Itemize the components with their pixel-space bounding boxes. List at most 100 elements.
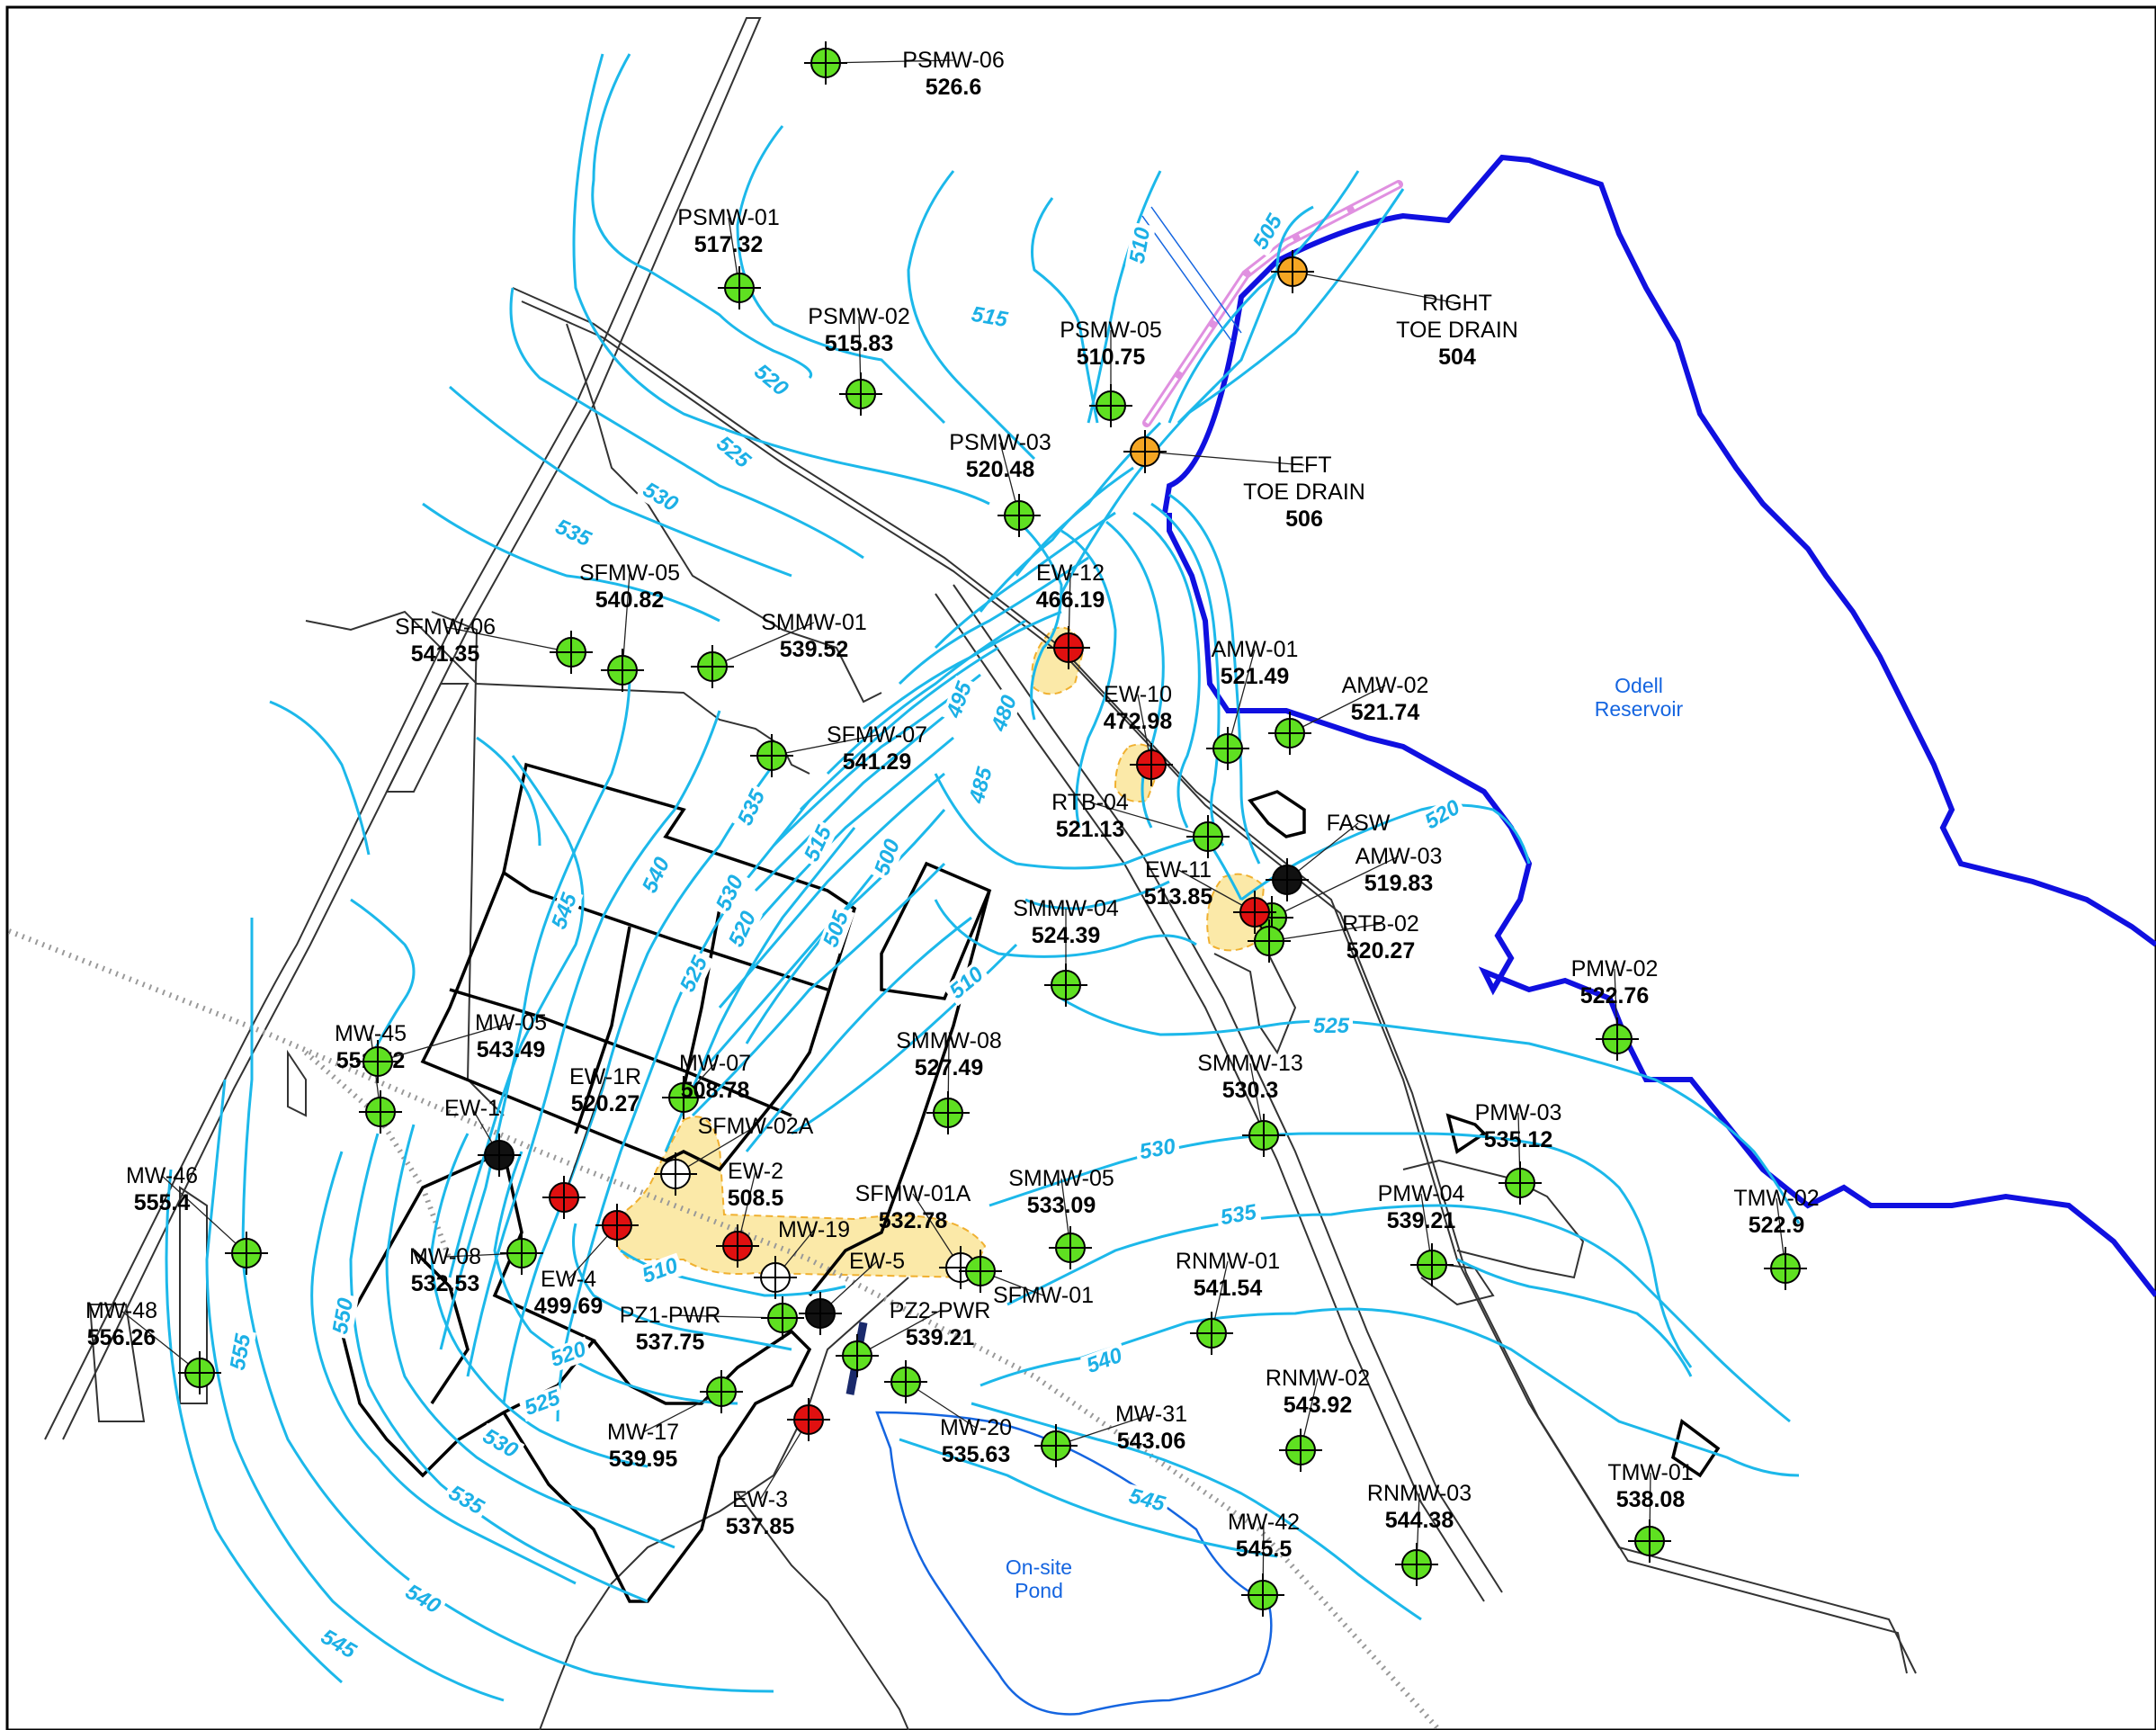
well-ew-5[interactable]: EW-5 — [799, 1249, 905, 1335]
well-sfmw-01[interactable]: SFMW-01 — [959, 1250, 1094, 1308]
crosshair-icon — [926, 1091, 970, 1134]
well-elevation-value: 545.5 — [1236, 1537, 1293, 1562]
well-elevation-value: 524.39 — [1032, 923, 1100, 948]
crosshair-icon — [1271, 250, 1314, 293]
well-mw-19[interactable]: MW-19 — [754, 1217, 850, 1299]
well-name-label: PSMW-03 — [949, 430, 1051, 455]
well-elevation-value: 466.19 — [1036, 587, 1105, 613]
crosshair-icon — [1279, 1429, 1322, 1472]
well-elevation-value: 538.08 — [1616, 1487, 1686, 1512]
crosshair-icon — [1242, 1114, 1285, 1157]
crosshair-icon — [884, 1360, 927, 1403]
contour-label: 515 — [970, 302, 1010, 333]
well-name-label: EW-1R — [569, 1064, 641, 1089]
well-leader-line — [1271, 856, 1400, 919]
well-name-label: MW-08 — [409, 1244, 481, 1269]
well-name-label: PMW-03 — [1475, 1100, 1562, 1125]
railway-spur — [304, 1050, 452, 1261]
contour-label-background — [1247, 207, 1290, 257]
well-name-label: LEFT — [1276, 453, 1331, 478]
well-name-label: EW-2 — [728, 1159, 783, 1184]
well-elevation-value: 517.32 — [694, 232, 763, 257]
crosshair-icon — [359, 1090, 402, 1134]
crosshair-icon — [718, 266, 761, 309]
contour-label-background — [966, 302, 1013, 333]
crosshair-icon — [1266, 858, 1309, 901]
crosshair-icon — [691, 645, 734, 688]
well-name-label: PSMW-05 — [1060, 318, 1161, 343]
well-name-label: PZ1-PWR — [620, 1303, 721, 1328]
crosshair-icon — [754, 1256, 797, 1299]
well-name-label: AMW-03 — [1355, 844, 1443, 869]
well-ew-1[interactable]: EW-1 — [444, 1096, 521, 1177]
well-name-label: RIGHT — [1422, 291, 1492, 316]
well-elevation-value: 521.74 — [1351, 700, 1420, 725]
well-sfmw-02a[interactable]: SFMW-02A — [654, 1114, 814, 1196]
well-name-label: RTB-02 — [1342, 911, 1419, 937]
contour-label-background — [1123, 1483, 1171, 1518]
well-elevation-value: 540.82 — [595, 587, 664, 613]
contour-label: 550 — [328, 1295, 359, 1336]
well-elevation-value: 543.06 — [1117, 1429, 1185, 1454]
well-elevation-value: 541.29 — [843, 749, 911, 775]
crosshair-icon — [662, 1076, 705, 1119]
contour-label: 525 — [1313, 1014, 1350, 1038]
contour-label-background — [1134, 1134, 1181, 1165]
well-elevation-value: 539.52 — [780, 637, 848, 662]
well-fasw[interactable]: FASW — [1266, 811, 1391, 901]
crosshair-icon — [654, 1152, 697, 1196]
well-name-label: SMMW-01 — [761, 610, 867, 635]
well-leader-line — [1289, 685, 1386, 734]
well-leader-line — [121, 1310, 201, 1374]
well-name-label: MW-05 — [475, 1010, 547, 1035]
contour-label-background — [328, 1293, 359, 1340]
